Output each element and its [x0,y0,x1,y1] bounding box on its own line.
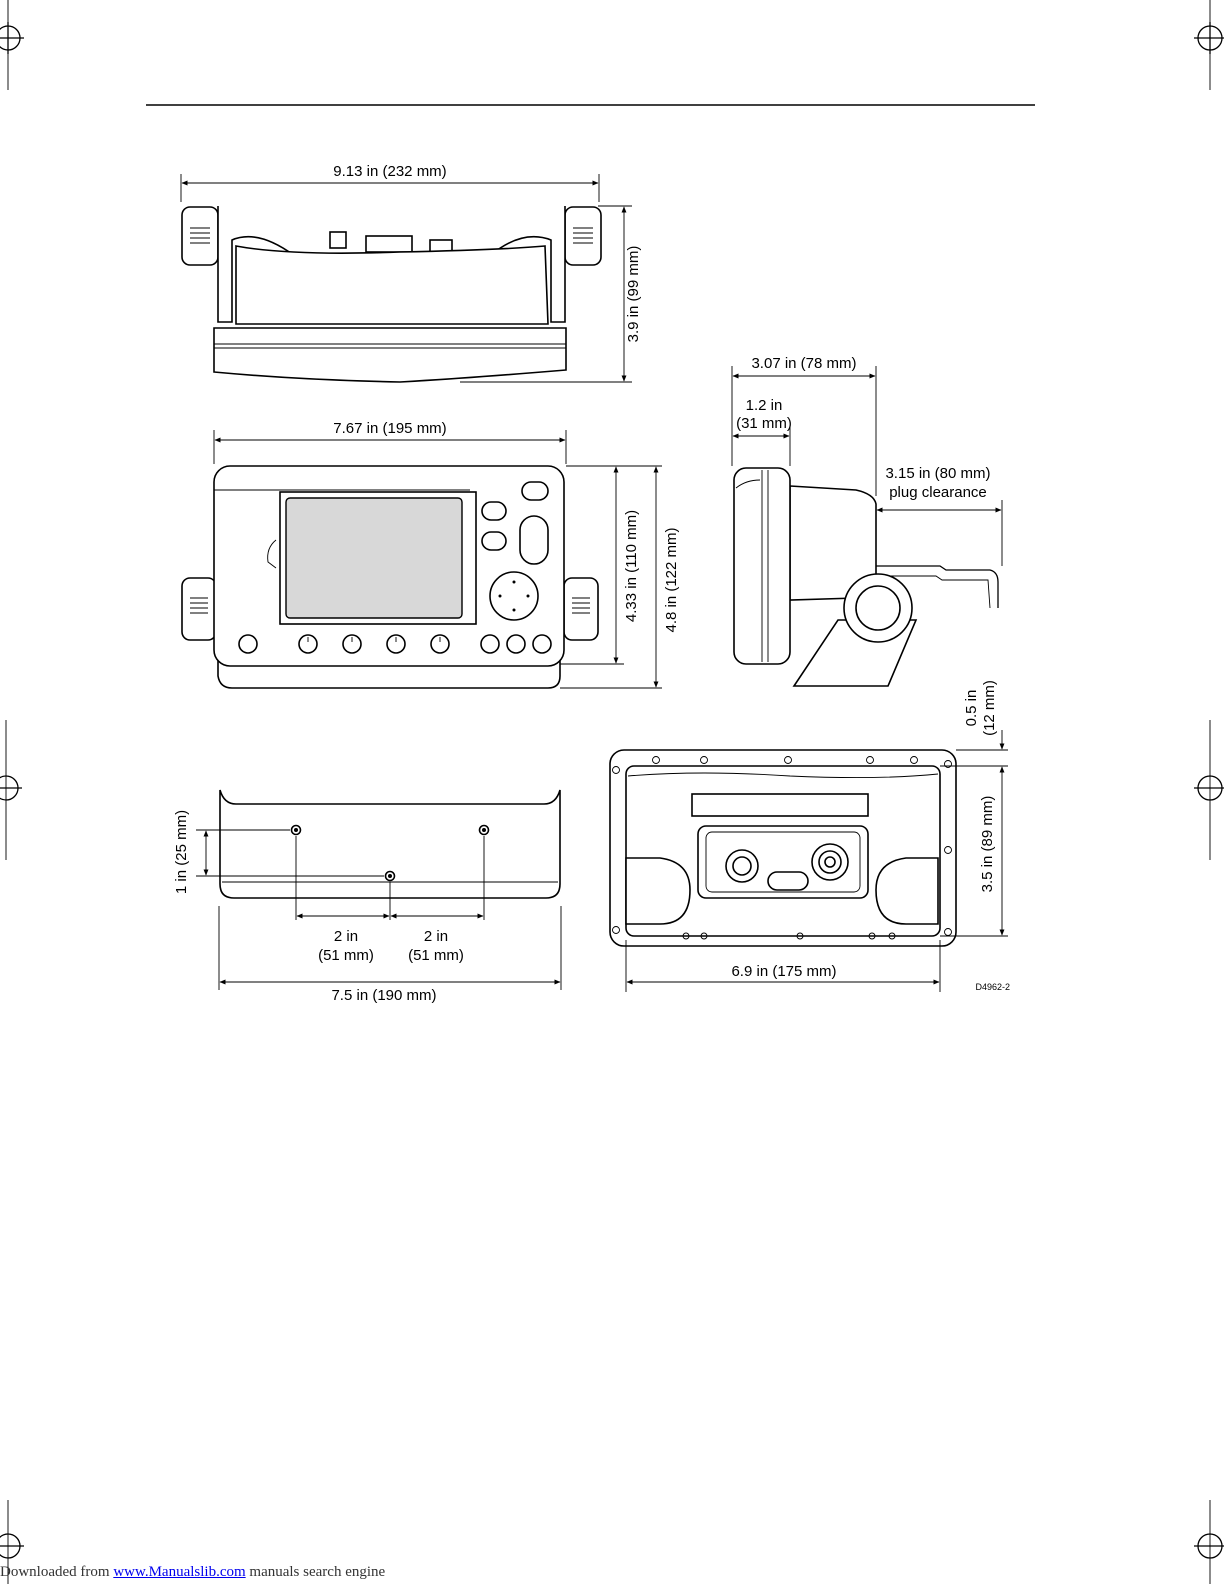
top-view-unit [181,206,602,383]
footer-link[interactable]: www.Manualslib.com [113,1564,246,1580]
footer: Downloaded from www.Manualslib.com manua… [0,1564,385,1581]
side-view: 3.07 in (78 mm) 1.2 in (31 mm) 3.15 in (… [731,355,1003,687]
front-view-unit [181,465,599,689]
front-view-screen [285,497,463,619]
registration-mark-top-right [1194,0,1224,90]
rear-view-unit [609,749,957,947]
side-front-label-line2: (31 mm) [736,415,792,432]
registration-mark-mid-left [0,720,22,860]
top-height-label: 3.9 in (99 mm) [625,246,642,343]
drawing-id: D4962-2 [975,982,1010,992]
bracket-vert-label: 1 in (25 mm) [173,810,190,894]
registration-mark-mid-right [1194,720,1224,860]
bracket-view-unit [219,789,561,899]
top-width-label: 9.13 in (232 mm) [333,163,446,180]
front-height-a-label: 4.33 in (110 mm) [623,510,640,622]
bracket-gap2-label-line2: (51 mm) [408,947,464,964]
footer-suffix: manuals search engine [245,1564,386,1580]
registration-mark-bottom-right [1194,1500,1224,1584]
side-view-unit [733,467,999,687]
flush-height-label: 3.5 in (89 mm) [979,796,996,893]
front-width-label: 7.67 in (195 mm) [333,420,446,437]
bracket-view: 1 in (25 mm) 2 in (51 mm) 2 in (51 mm) 7… [173,789,562,1004]
rear-view: 0.5 in (12 mm) 3.5 in (89 mm) 6.9 in (17… [609,680,1010,992]
bracket-gap1-label-line2: (51 mm) [318,947,374,964]
flush-top-label-line1: 0.5 in [963,690,980,727]
front-view: 7.67 in (195 mm) 4.33 in (110 mm) 4.8 in… [181,420,680,689]
side-depth-label: 3.07 in (78 mm) [751,355,856,372]
bracket-width-label: 7.5 in (190 mm) [331,987,436,1004]
plug-clearance-label-line2: plug clearance [889,484,987,501]
plug-clearance-label-line1: 3.15 in (80 mm) [885,465,990,482]
top-view: 9.13 in (232 mm) 3.9 in (99 mm) [180,163,642,383]
footer-prefix: Downloaded from [0,1564,114,1580]
bracket-gap1-label-line1: 2 in [334,928,358,945]
side-front-label-line1: 1.2 in [746,397,783,414]
registration-mark-top-left [0,0,24,90]
bracket-gap2-label-line1: 2 in [424,928,448,945]
registration-mark-bottom-left [0,1500,24,1584]
flush-top-label-line2: (12 mm) [981,680,998,736]
front-height-b-label: 4.8 in (122 mm) [663,527,680,632]
flush-width-label: 6.9 in (175 mm) [731,963,836,980]
